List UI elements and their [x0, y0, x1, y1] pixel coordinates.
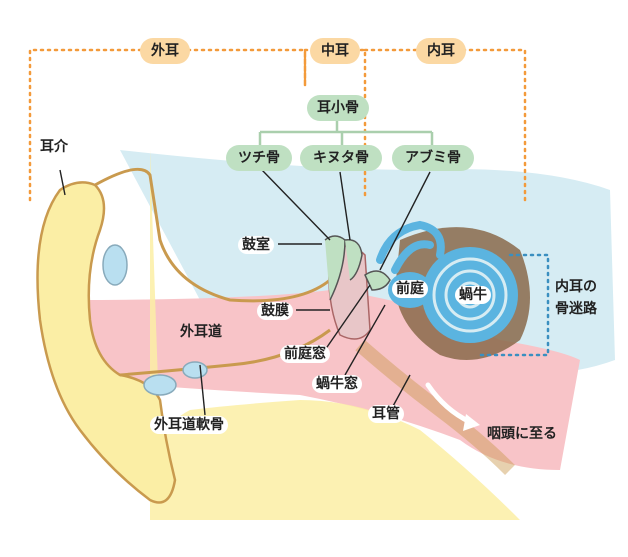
cartilage-blob [182, 361, 208, 379]
leader-lines [59, 169, 431, 416]
pinna-label: 耳介 [40, 139, 68, 155]
stapes-shape [364, 270, 391, 291]
eardrum-label: 鼓膜 [257, 302, 293, 320]
cartilage-blob [143, 374, 177, 396]
labyrinth-label-line2: 骨迷路 [555, 301, 597, 317]
cochlea-ring [432, 257, 508, 333]
oval-window-label: 前庭窓 [280, 345, 330, 363]
canal-upper-wall [94, 167, 331, 303]
malleus-label: ツチ骨 [226, 145, 292, 171]
stapes-label: アブミ骨 [392, 145, 474, 171]
semicircular-canals [376, 220, 445, 274]
cochlea-label: 蝸牛 [455, 286, 491, 304]
incus-label: キヌタ骨 [300, 145, 382, 171]
canal-cartilage-label: 外耳道軟骨 [150, 416, 228, 434]
eustachian-tube-shape [355, 339, 515, 475]
vestibule-label: 前庭 [392, 280, 428, 298]
eustachian-tube-label: 耳管 [368, 405, 404, 423]
incus-shape [344, 239, 363, 281]
round-window-label: 蝸牛窓 [312, 375, 362, 393]
section-outer-ear: 外耳 [140, 38, 190, 64]
labyrinth-label-line1: 内耳の [555, 279, 597, 295]
tympanic-cavity-label: 鼓室 [238, 236, 274, 254]
skin-area [150, 150, 520, 520]
pharynx-arrow [425, 382, 480, 431]
cochlea-ring [444, 269, 496, 321]
ossicles-title: 耳小骨 [307, 95, 369, 121]
section-inner-ear: 内耳 [416, 38, 466, 64]
cartilage-blob [102, 244, 128, 286]
section-middle-ear: 中耳 [310, 38, 360, 64]
to-pharynx-label: 咽頭に至る [487, 426, 557, 442]
ossicle-tree-lines [258, 120, 434, 145]
ear-canal-label: 外耳道 [180, 324, 222, 340]
